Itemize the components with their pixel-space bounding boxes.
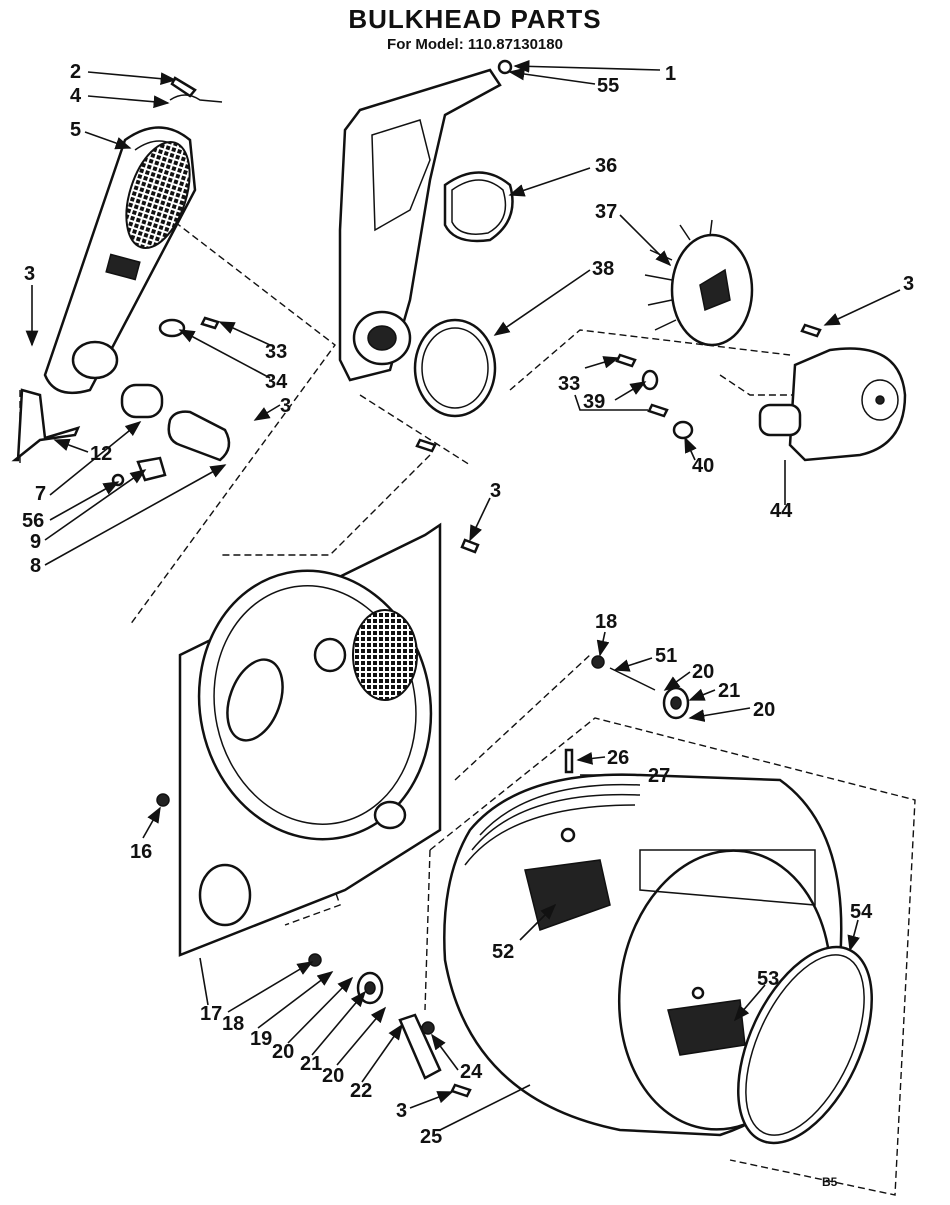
callout-53: 53 <box>757 968 779 990</box>
callout-36: 36 <box>595 155 617 177</box>
callout-2: 2 <box>70 61 81 83</box>
bulkhead-fasteners <box>156 438 480 807</box>
callout-38: 38 <box>592 258 614 280</box>
bracket-12 <box>11 388 81 462</box>
callout-20-a: 20 <box>692 661 714 683</box>
callout-21-a: 21 <box>718 680 740 702</box>
callout-40: 40 <box>692 455 714 477</box>
callout-33-b: 33 <box>558 373 580 395</box>
callout-52: 52 <box>492 941 514 963</box>
callout-25: 25 <box>420 1126 442 1148</box>
screw-2-and-clip-4 <box>169 76 223 103</box>
callout-7: 7 <box>35 483 46 505</box>
callout-18-a: 18 <box>595 611 617 633</box>
diagram-title: BULKHEAD PARTS <box>348 4 602 34</box>
page-code: B5 <box>822 1175 838 1189</box>
callout-54: 54 <box>850 901 873 923</box>
bracket-34-screw-33 <box>158 316 220 338</box>
callout-labels: 1 55 2 4 5 36 37 38 3 3 33 34 3 12 7 56 … <box>22 61 914 1189</box>
callout-3-b: 3 <box>903 273 914 295</box>
callout-1: 1 <box>665 63 676 85</box>
callout-20-c: 20 <box>272 1041 294 1063</box>
callout-39: 39 <box>583 391 605 413</box>
thermostat-parts <box>111 383 231 487</box>
model-subtitle: For Model: 110.87130180 <box>387 36 563 53</box>
lint-duct-assembly <box>43 126 197 395</box>
callout-18-b: 18 <box>222 1013 244 1035</box>
callout-20-d: 20 <box>322 1065 344 1087</box>
callout-44: 44 <box>770 500 793 522</box>
callout-56: 56 <box>22 510 44 532</box>
callout-8: 8 <box>30 555 41 577</box>
idler-pulley-bottom <box>308 953 472 1098</box>
callout-34: 34 <box>265 371 288 393</box>
assembly-dash-lines <box>19 221 916 1196</box>
callout-4: 4 <box>70 85 82 107</box>
seal-ring-38 <box>413 318 497 418</box>
callout-26: 26 <box>607 747 629 769</box>
callout-33-a: 33 <box>265 341 287 363</box>
callout-12: 12 <box>90 443 112 465</box>
callout-55: 55 <box>597 75 619 97</box>
screw-1 <box>497 59 513 75</box>
front-bulkhead-17 <box>178 522 442 957</box>
callout-17: 17 <box>200 1003 222 1025</box>
callout-3-a: 3 <box>24 263 35 285</box>
drum-25 <box>443 773 843 1137</box>
callout-19: 19 <box>250 1028 272 1050</box>
callout-3-e: 3 <box>396 1100 407 1122</box>
callout-21-b: 21 <box>300 1053 322 1075</box>
callout-3-d: 3 <box>490 480 501 502</box>
callout-24: 24 <box>460 1061 483 1083</box>
callout-37: 37 <box>595 201 617 223</box>
callout-3-c: 3 <box>280 395 291 417</box>
callout-9: 9 <box>30 531 41 553</box>
callout-20-b: 20 <box>753 699 775 721</box>
rear-duct-bulkhead <box>338 68 502 382</box>
leader-lines <box>25 59 901 1131</box>
callout-27: 27 <box>648 765 670 787</box>
screw-26 <box>564 748 574 774</box>
blower-wheel-37 <box>644 219 754 347</box>
callout-51: 51 <box>655 645 677 667</box>
blower-housing-44 <box>758 347 907 462</box>
callout-22: 22 <box>350 1080 372 1102</box>
callout-16: 16 <box>130 841 152 863</box>
gasket-36 <box>443 171 514 243</box>
callout-5: 5 <box>70 119 81 141</box>
